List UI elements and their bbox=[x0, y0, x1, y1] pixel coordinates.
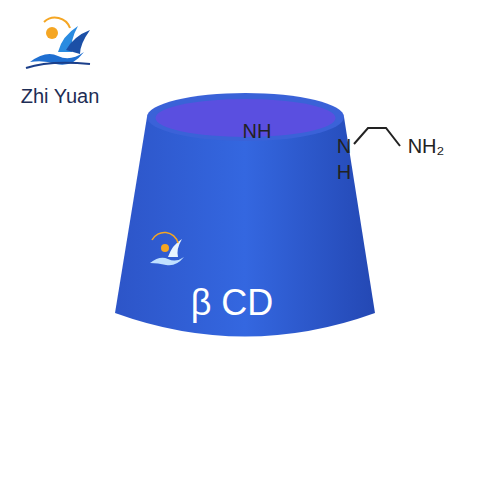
hydrogen-atom: H bbox=[337, 162, 351, 182]
node-label: β CD bbox=[191, 285, 274, 321]
amine-group: NH₂ bbox=[408, 136, 445, 156]
small-logo bbox=[150, 232, 184, 265]
logo-text: Zhi Yuan bbox=[21, 86, 100, 106]
amine-group: NH bbox=[243, 121, 272, 141]
logo-icon bbox=[26, 18, 90, 68]
amine-atom: N bbox=[337, 136, 351, 156]
